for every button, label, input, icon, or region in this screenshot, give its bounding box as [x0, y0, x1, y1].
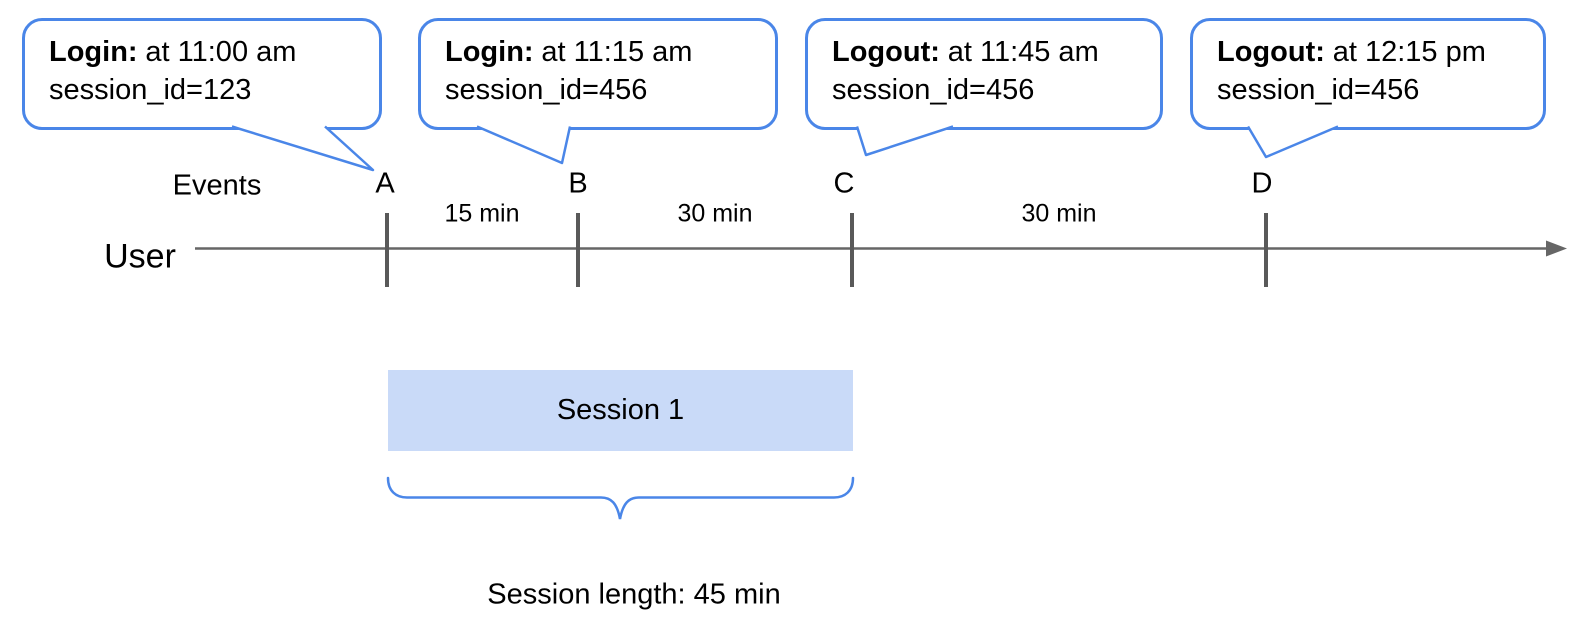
interval-label-c-d: 30 min	[1021, 199, 1097, 228]
events-row-label: Events	[172, 169, 262, 202]
callout-tail-b	[476, 125, 572, 165]
callout-line-1: Login:at 11:15 am	[445, 33, 753, 71]
interval-label-b-c: 30 min	[677, 199, 753, 228]
event-marker-b: B	[568, 167, 588, 200]
callout-line-1: Logout:at 12:15 pm	[1217, 33, 1521, 71]
session-length-brace	[386, 476, 855, 520]
callout-logout-c: Logout:at 11:45 am session_id=456	[805, 18, 1163, 130]
event-marker-a: A	[375, 167, 395, 200]
interval-label-a-b: 15 min	[444, 199, 520, 228]
session-1-label: Session 1	[556, 394, 685, 426]
timeline-arrowhead-icon	[1546, 240, 1567, 257]
event-marker-c: C	[833, 167, 855, 200]
event-type-label: Logout:	[1217, 36, 1325, 68]
callout-login-b: Login:at 11:15 am session_id=456	[418, 18, 778, 130]
event-type-label: Login:	[445, 36, 534, 68]
event-marker-d: D	[1251, 167, 1273, 200]
session-id-text: session_id=456	[445, 74, 648, 106]
session-length-label: Session length: 45 min	[487, 578, 781, 611]
callout-logout-d: Logout:at 12:15 pm session_id=456	[1190, 18, 1546, 130]
session-id-text: session_id=456	[832, 74, 1035, 106]
callout-tail-d	[1246, 125, 1339, 159]
user-row-label: User	[104, 237, 176, 276]
event-type-label: Login:	[49, 36, 138, 68]
event-time-text: at 12:15 pm	[1332, 36, 1486, 68]
callout-line-1: Login:at 11:00 am	[49, 33, 357, 71]
callout-login-a: Login:at 11:00 am session_id=123	[22, 18, 382, 130]
callout-tail-c	[855, 125, 954, 157]
event-time-text: at 11:00 am	[145, 36, 297, 68]
callout-tail-a	[231, 125, 375, 172]
session-id-text: session_id=456	[1217, 74, 1420, 106]
event-time-text: at 11:45 am	[947, 36, 1099, 68]
session-id-text: session_id=123	[49, 74, 252, 106]
event-type-label: Logout:	[832, 36, 940, 68]
callout-line-1: Logout:at 11:45 am	[832, 33, 1138, 71]
event-time-text: at 11:15 am	[541, 36, 693, 68]
session-1-box: Session 1	[388, 370, 853, 451]
